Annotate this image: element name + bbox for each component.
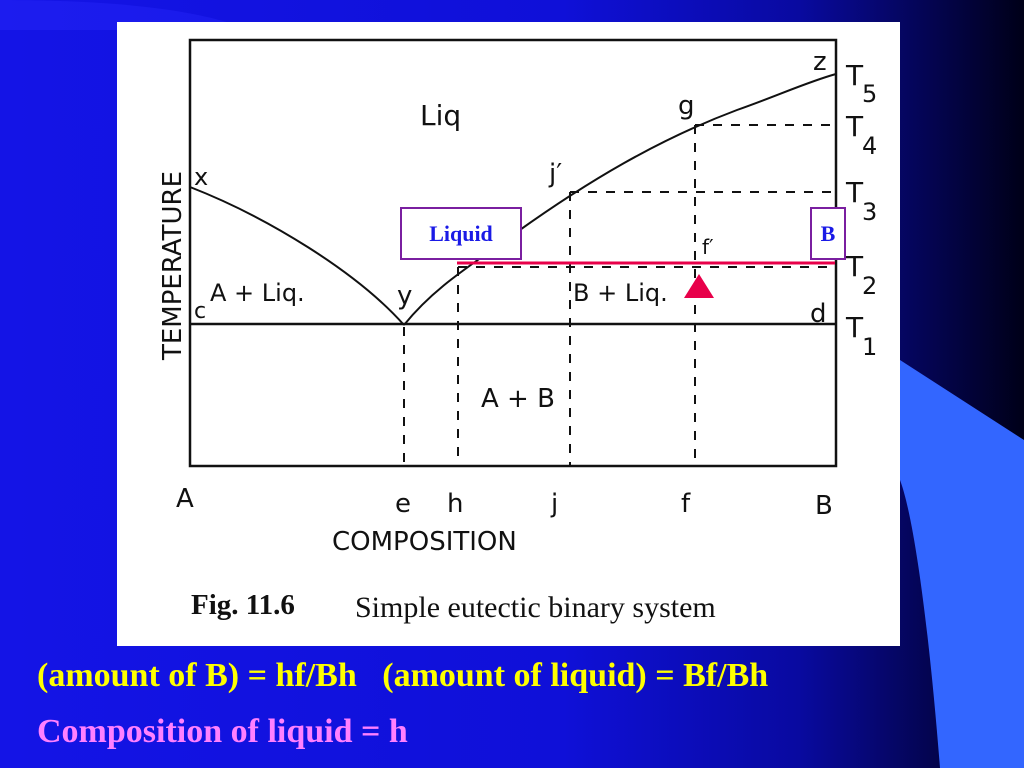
temperature-label-t5: T <box>845 59 864 92</box>
temperature-label-t1-sub: 1 <box>862 333 877 361</box>
region-label-a-liq: A + Liq. <box>210 279 305 307</box>
figure-panel: Liq A + Liq. B + Liq. A + B x y z c d g … <box>117 22 900 646</box>
temperature-label-t1: T <box>845 311 864 344</box>
b-annotation-box: B <box>810 207 846 260</box>
figure-caption-text: Simple eutectic binary system <box>355 591 716 624</box>
composition-tick-h: h <box>447 489 463 519</box>
point-label-x: x <box>194 163 208 191</box>
temperature-label-t2-sub: 2 <box>862 272 877 300</box>
temperature-label-t2: T <box>845 250 864 283</box>
x-axis-label: COMPOSITION <box>332 527 517 557</box>
point-label-y: y <box>397 281 412 311</box>
region-label-liq: Liq <box>420 99 461 132</box>
region-label-a-b: A + B <box>481 384 555 414</box>
point-label-f-prime: f′ <box>702 235 714 259</box>
formula-line-composition: Composition of liquid = h <box>37 713 408 750</box>
phase-diagram: Liq A + Liq. B + Liq. A + B x y z c d g … <box>158 38 877 624</box>
temperature-label-t4-sub: 4 <box>862 132 877 160</box>
liquid-annotation-box: Liquid <box>400 207 522 260</box>
composition-tick-b: B <box>815 491 833 521</box>
temperature-label-t3-sub: 3 <box>862 198 877 226</box>
liquidus-curve-a <box>189 186 405 326</box>
point-label-z: z <box>813 47 827 77</box>
formula-line-amounts: (amount of B) = hf/Bh (amount of liquid)… <box>37 657 769 694</box>
point-label-g: g <box>678 91 695 121</box>
liquidus-curve-b <box>403 73 837 326</box>
temperature-label-t3: T <box>845 176 864 209</box>
y-axis-label: TEMPERATURE <box>158 171 188 361</box>
composition-tick-a: A <box>176 484 194 514</box>
composition-ticks: A e h j f B <box>176 484 833 521</box>
temperature-labels: T 5 T 4 T 3 T 2 T 1 <box>845 59 877 361</box>
point-label-d: d <box>810 299 827 329</box>
temperature-label-t5-sub: 5 <box>862 80 877 108</box>
point-label-c: c <box>194 299 206 324</box>
decorative-blue-shape <box>900 360 1024 768</box>
temperature-label-t4: T <box>845 110 864 143</box>
figure-caption-number: Fig. 11.6 <box>191 589 295 621</box>
point-label-j-prime: j′ <box>548 159 562 189</box>
composition-tick-j: j <box>550 489 558 519</box>
composition-tick-e: e <box>395 489 411 519</box>
marker-triangle-icon <box>684 274 714 298</box>
composition-tick-f: f <box>681 489 691 519</box>
region-label-b-liq: B + Liq. <box>573 279 668 307</box>
